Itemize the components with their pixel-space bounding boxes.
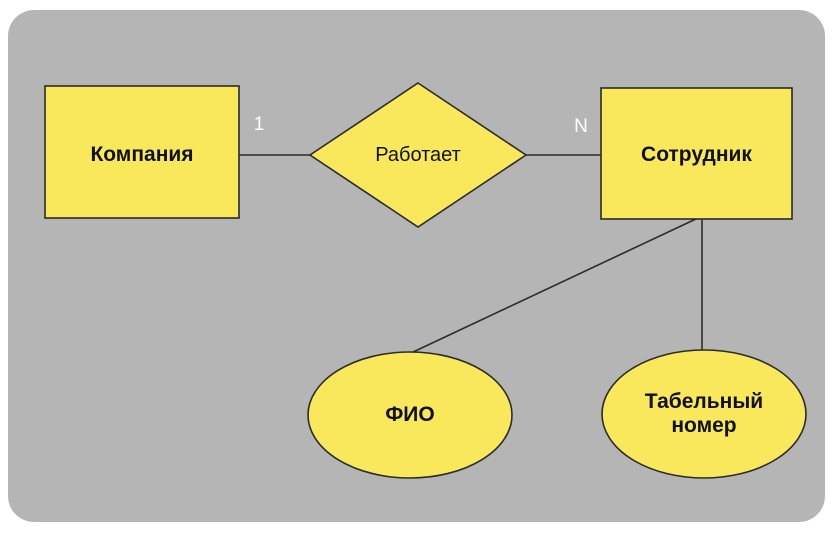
relationship-works[interactable]: [308, 82, 528, 228]
entity-employee[interactable]: [600, 87, 793, 220]
entity-company[interactable]: [44, 85, 240, 219]
connector-employee-to-full-name: [410, 217, 699, 354]
attribute-full-name[interactable]: [307, 351, 513, 479]
attribute-personnel-number[interactable]: [601, 349, 807, 479]
